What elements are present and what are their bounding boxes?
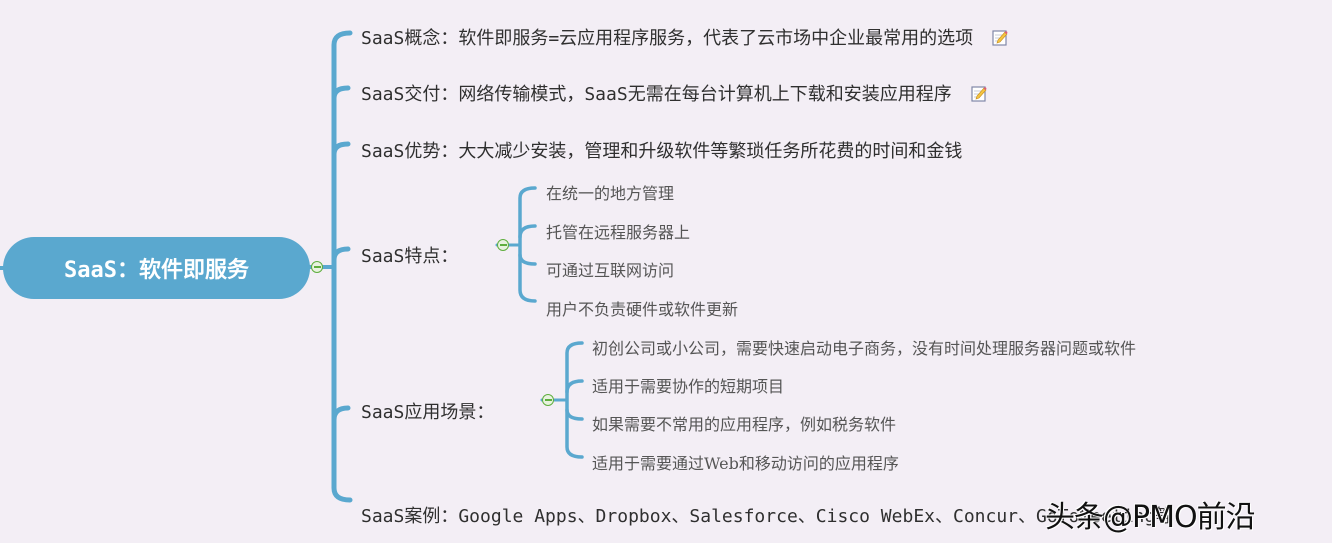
watermark: 头条@PMO前沿 [1045, 500, 1256, 535]
subtopic-feature[interactable]: 在统一的地方管理 [546, 184, 675, 203]
root-topic-label: SaaS：软件即服务 [64, 258, 249, 283]
topic-label: SaaS概念：软件即服务=云应用程序服务，代表了云市场中企业最常用的选项 [361, 28, 974, 49]
collapse-toggle-features[interactable] [497, 239, 509, 251]
subtopic-feature[interactable]: 用户不负责硬件或软件更新 [546, 300, 739, 319]
subtopic-scenario[interactable]: 适用于需要通过Web和移动访问的应用程序 [592, 454, 899, 473]
topic-saas-delivery[interactable]: SaaS交付：网络传输模式，SaaS无需在每台计算机上下载和安装应用程序 [361, 80, 987, 106]
root-topic[interactable]: SaaS：软件即服务 [3, 237, 310, 299]
topic-saas-cases[interactable]: SaaS案例：Google Apps、Dropbox、Salesforce、Ci… [361, 502, 1173, 528]
subtopic-scenario[interactable]: 适用于需要协作的短期项目 [592, 377, 785, 396]
subtopic-feature[interactable]: 托管在远程服务器上 [546, 223, 691, 242]
topic-label: SaaS交付：网络传输模式，SaaS无需在每台计算机上下载和安装应用程序 [361, 84, 952, 105]
subtopic-scenario[interactable]: 如果需要不常用的应用程序，例如税务软件 [592, 415, 897, 434]
topic-label: SaaS案例：Google Apps、Dropbox、Salesforce、Ci… [361, 506, 1174, 527]
topic-label: SaaS应用场景： [361, 402, 495, 423]
topic-saas-scenarios[interactable]: SaaS应用场景： [361, 398, 494, 424]
topic-saas-features[interactable]: SaaS特点： [361, 242, 458, 268]
subtopic-scenario[interactable]: 初创公司或小公司，需要快速启动电子商务，没有时间处理服务器问题或软件 [592, 339, 1137, 358]
topic-label: SaaS特点： [361, 246, 459, 267]
topic-saas-concept[interactable]: SaaS概念：软件即服务=云应用程序服务，代表了云市场中企业最常用的选项 [361, 24, 1008, 50]
note-icon[interactable] [970, 86, 987, 102]
root-connector [0, 266, 5, 270]
collapse-toggle-root[interactable] [311, 261, 323, 273]
topic-label: SaaS优势：大大减少安装，管理和升级软件等繁琐任务所花费的时间和金钱 [361, 141, 963, 162]
note-icon[interactable] [992, 30, 1008, 46]
subtopic-feature[interactable]: 可通过互联网访问 [546, 261, 675, 280]
collapse-toggle-scenarios[interactable] [542, 394, 554, 406]
topic-saas-advantage[interactable]: SaaS优势：大大减少安装，管理和升级软件等繁琐任务所花费的时间和金钱 [361, 137, 962, 163]
